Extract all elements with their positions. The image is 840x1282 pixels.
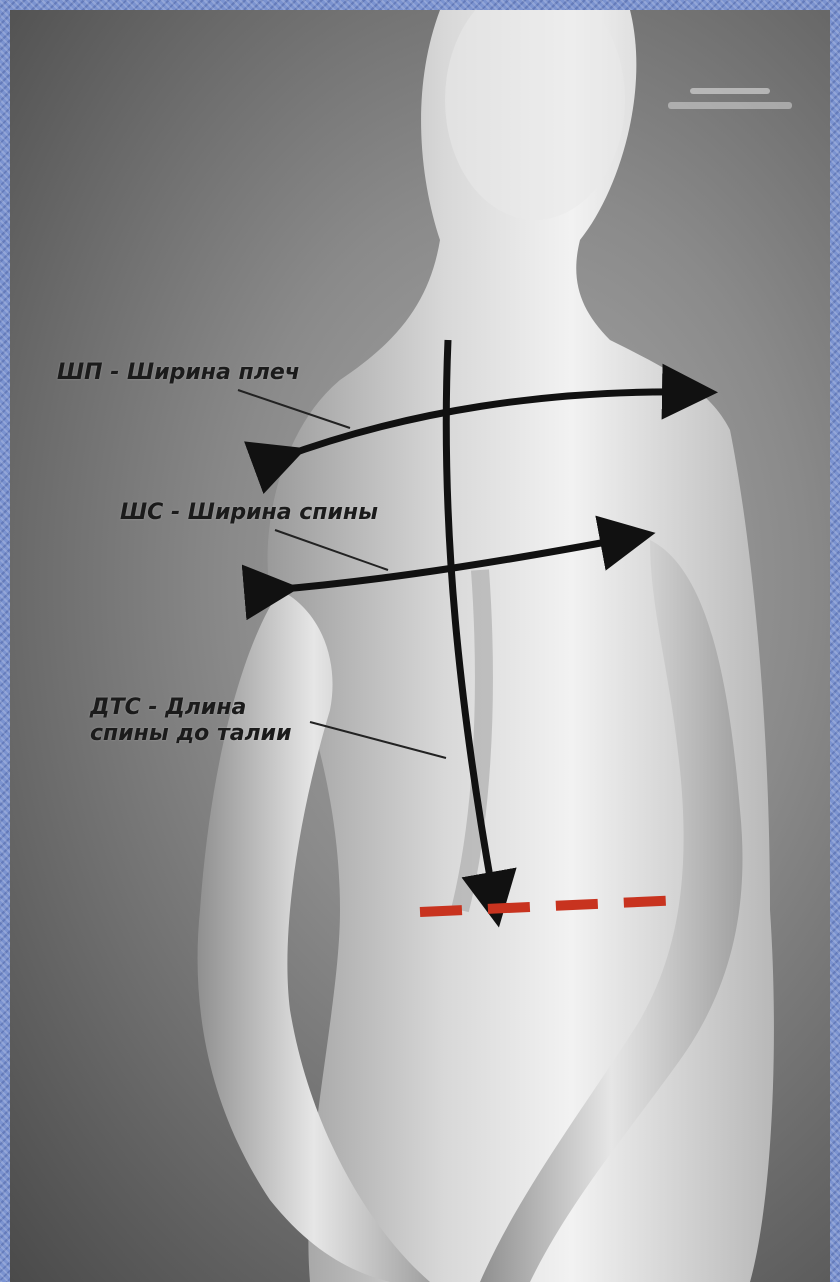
back-length-label-line2: спины до талии <box>90 721 350 747</box>
back-length-label: ДТС - Длина спины до талии <box>90 695 350 747</box>
back-width-label: ШС - Ширина спины <box>120 500 378 526</box>
shoulder-width-label: ШП - Ширина плеч <box>57 360 300 386</box>
mannequin-illustration <box>10 10 830 1282</box>
back-length-label-line1: ДТС - Длина <box>90 695 350 721</box>
mannequin-photo: ШП - Ширина плеч ШС - Ширина спины ДТС -… <box>10 10 830 1282</box>
